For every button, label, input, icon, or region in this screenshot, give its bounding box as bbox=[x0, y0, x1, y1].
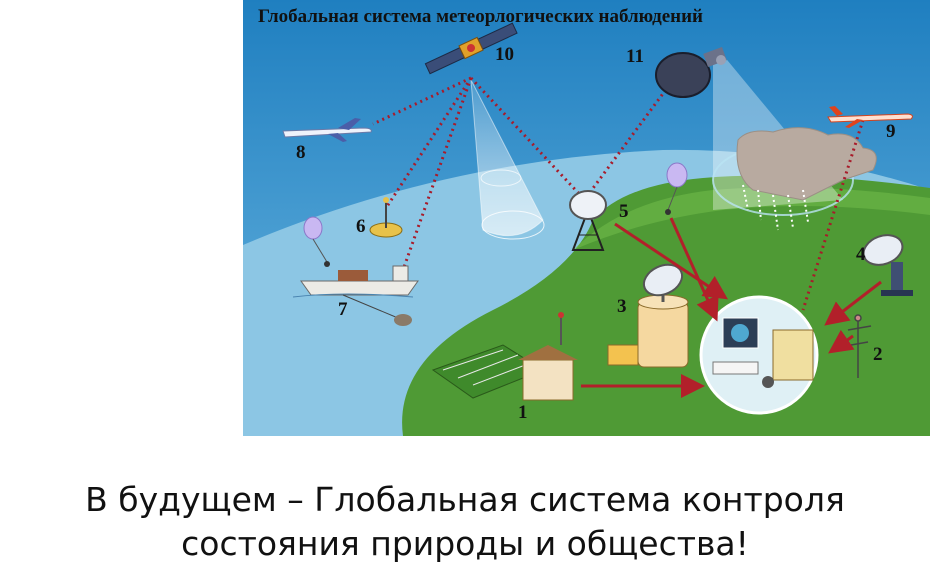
buoy-icon bbox=[369, 197, 403, 238]
caption-line-2: состояния природы и общества! bbox=[181, 524, 749, 563]
geostationary-satellite-icon bbox=[655, 47, 727, 98]
label-2: 2 bbox=[873, 344, 883, 365]
aircraft-icon bbox=[282, 118, 372, 142]
satellite-10-links bbox=[372, 76, 585, 271]
satellite-receiving-station-icon bbox=[569, 190, 607, 251]
label-6: 6 bbox=[356, 216, 366, 237]
scan-cone-ring-upper bbox=[480, 169, 522, 187]
satellite-dish-station-icon bbox=[862, 234, 913, 296]
slide-caption: В будущем – Глобальная система контроля … bbox=[0, 478, 930, 566]
label-10: 10 bbox=[495, 44, 514, 65]
automatic-weather-station-icon bbox=[847, 314, 872, 378]
label-7: 7 bbox=[338, 299, 348, 320]
data-flow-arrows bbox=[581, 217, 882, 398]
weather-radar-station-icon bbox=[607, 263, 689, 368]
label-9: 9 bbox=[886, 121, 896, 142]
diagram-title: Глобальная система метеорлогических набл… bbox=[258, 6, 703, 27]
label-1: 1 bbox=[518, 402, 528, 423]
polar-satellite-icon bbox=[424, 22, 518, 75]
caption-line-1: В будущем – Глобальная система контроля bbox=[85, 480, 845, 519]
label-5: 5 bbox=[619, 201, 629, 222]
label-8: 8 bbox=[296, 142, 306, 163]
storm-cloud bbox=[736, 127, 877, 231]
surface-weather-station-icon bbox=[431, 312, 578, 401]
label-3: 3 bbox=[617, 296, 627, 317]
data-processing-center-icon bbox=[699, 295, 819, 415]
label-4: 4 bbox=[856, 244, 866, 265]
scan-cone-ring bbox=[481, 210, 545, 240]
aircraft-icon bbox=[827, 106, 913, 128]
label-11: 11 bbox=[626, 46, 644, 67]
weather-balloon-icon bbox=[665, 162, 688, 215]
observation-system-diagram: Глобальная система метеорлогических набл… bbox=[243, 0, 930, 436]
weather-balloon-icon bbox=[303, 216, 330, 267]
ship-icon bbox=[292, 265, 419, 326]
land-highlight bbox=[573, 187, 930, 250]
